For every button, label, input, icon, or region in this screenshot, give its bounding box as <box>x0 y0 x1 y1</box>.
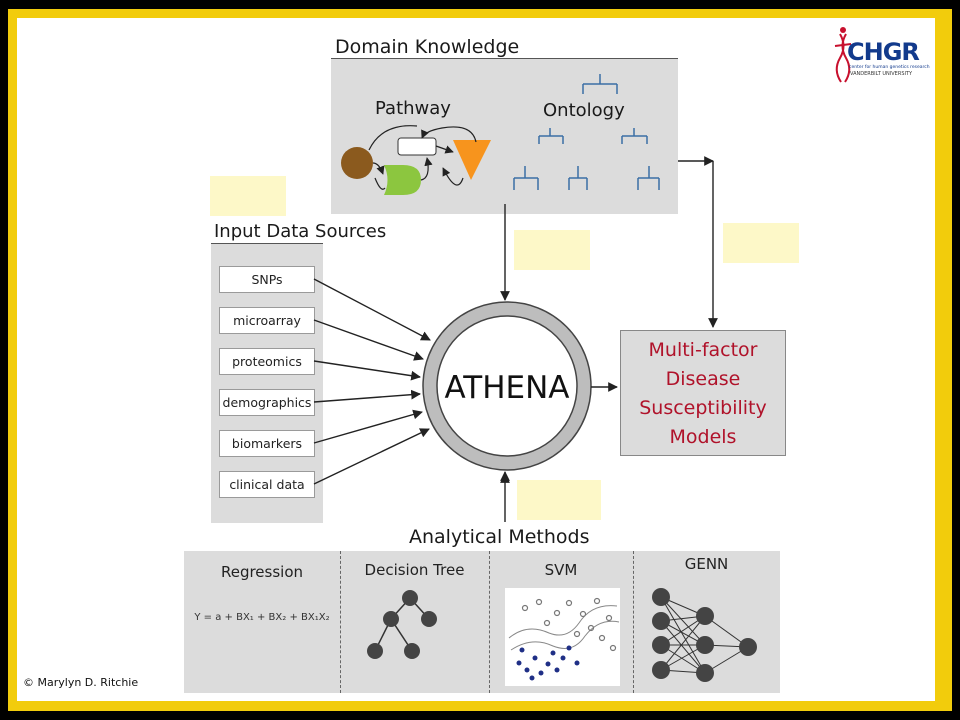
output-line: Susceptibility <box>639 397 767 419</box>
input-sources-underline <box>211 243 323 244</box>
method-regression-title: Regression <box>220 563 304 581</box>
chgr-logo-subtitle: center for human genetics research <box>849 65 930 70</box>
genn-network-icon <box>652 588 757 682</box>
domain-knowledge-title: Domain Knowledge <box>335 36 520 58</box>
chgr-logo-university: VANDERBILT UNIVERSITY <box>850 71 913 77</box>
output-line: Disease <box>665 368 741 390</box>
svm-scatter <box>508 597 620 681</box>
highlight-box <box>517 480 601 520</box>
ontology-label: Ontology <box>543 100 625 121</box>
svm-plot <box>505 588 620 686</box>
pathway-triangle <box>453 140 491 180</box>
pathway-circle <box>341 147 373 179</box>
method-divider <box>633 551 634 693</box>
athena-ring <box>422 301 592 471</box>
input-biomarkers: biomarkers <box>219 430 315 457</box>
analytical-methods-panel <box>184 551 780 693</box>
input-clinical-data: clinical data <box>219 471 315 498</box>
highlight-box <box>514 230 590 270</box>
input-demographics: demographics <box>219 389 315 416</box>
method-divider <box>340 551 341 693</box>
pathway-diagram <box>341 125 491 195</box>
input-arrows <box>313 278 431 485</box>
flow-arrows <box>500 156 718 522</box>
input-proteomics: proteomics <box>219 348 315 375</box>
method-svm-title: SVM <box>544 561 578 579</box>
pathway-box <box>397 137 437 156</box>
method-divider <box>489 551 490 693</box>
output-line: Multi-factor <box>648 339 758 361</box>
analytical-methods-title: Analytical Methods <box>409 526 590 548</box>
diagram-graphics: ATHENA <box>313 27 852 682</box>
chgr-logo-text: CHGR <box>847 38 920 66</box>
athena-label: ATHENA <box>444 370 569 406</box>
slide: Domain Knowledge Pathway Ontology Input … <box>17 18 935 701</box>
highlight-box <box>210 176 286 216</box>
method-decision-tree-title: Decision Tree <box>364 561 465 579</box>
regression-formula: Y = a + BX₁ + BX₂ + BX₁X₂ <box>194 612 330 623</box>
output-models-box <box>620 330 786 456</box>
output-line: Models <box>669 426 737 448</box>
highlight-box <box>723 223 799 263</box>
pathway-gate <box>384 165 421 195</box>
decision-tree-icon <box>367 590 437 659</box>
chgr-figure-icon <box>834 27 852 83</box>
method-genn-title: GENN <box>684 555 729 573</box>
input-snps: SNPs <box>219 266 315 293</box>
input-sources-title: Input Data Sources <box>214 221 387 242</box>
domain-knowledge-underline <box>331 58 678 59</box>
output-models-text: Multi-factor Disease Susceptibility Mode… <box>620 336 786 452</box>
pathway-label: Pathway <box>375 98 451 119</box>
ontology-tree <box>513 74 660 190</box>
copyright-text: © Marylyn D. Ritchie <box>23 676 139 689</box>
